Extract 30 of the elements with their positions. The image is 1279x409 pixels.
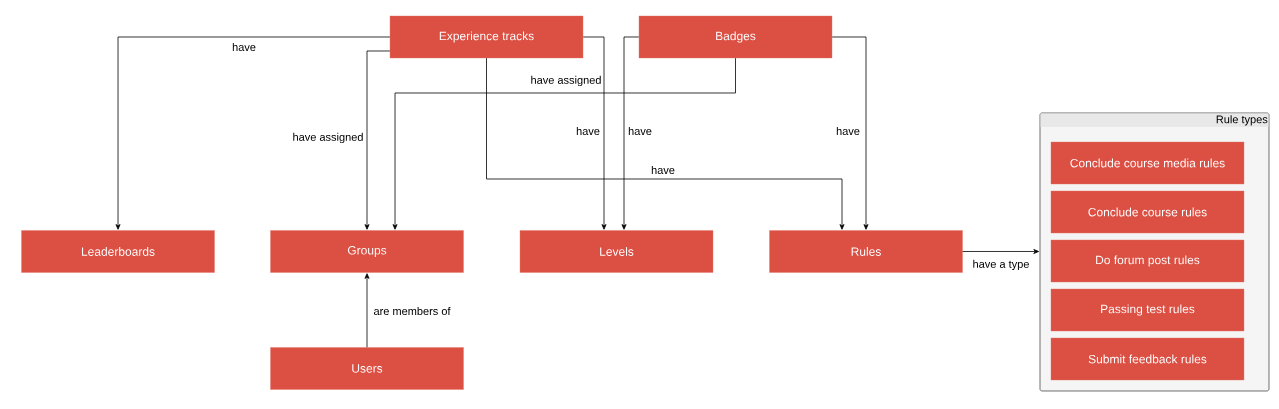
edge-label: have <box>627 125 653 137</box>
process-box: Groups <box>270 230 464 273</box>
arrow <box>486 57 845 230</box>
arrow <box>364 50 391 230</box>
edge-label: have <box>575 125 601 137</box>
arrow <box>364 273 370 348</box>
process-box: Experience tracks <box>389 15 584 59</box>
arrow <box>621 36 640 230</box>
process-box: Passing test rules <box>1050 288 1245 332</box>
arrow <box>962 249 1039 254</box>
edge-label: have <box>231 41 257 53</box>
arrow <box>115 36 391 230</box>
arrow <box>392 57 736 230</box>
process-box: Conclude course rules <box>1050 190 1245 234</box>
arrow <box>582 36 607 230</box>
edge-label: have a type <box>971 258 1031 272</box>
process-box: Conclude course media rules <box>1050 141 1245 185</box>
process-box: Rules <box>769 230 963 273</box>
process-box: Do forum post rules <box>1050 239 1245 283</box>
edge-label: are members of <box>372 305 452 317</box>
edge-label: have assigned <box>529 74 603 88</box>
edge-label: have <box>835 125 861 137</box>
process-box: Leaderboards <box>21 230 215 273</box>
process-box: Levels <box>519 230 714 273</box>
process-box: Users <box>270 347 464 390</box>
edge-label: have assigned <box>291 131 365 145</box>
edge-label: have <box>650 164 676 176</box>
arrow <box>831 36 869 230</box>
process-box: Submit feedback rules <box>1050 337 1245 381</box>
process-box: Badges <box>638 15 833 59</box>
